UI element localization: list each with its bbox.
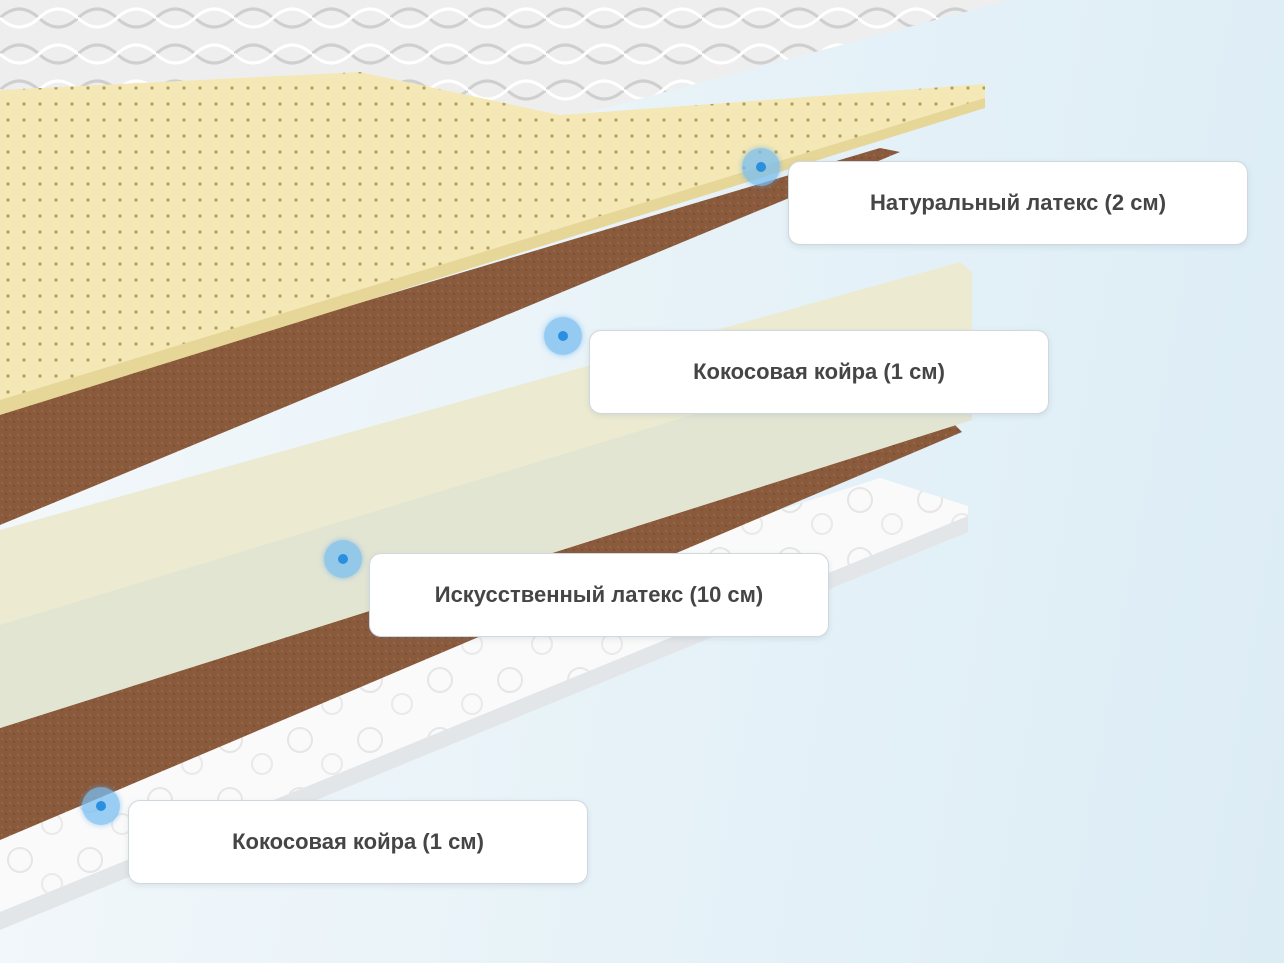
layer-marker-1[interactable]: [742, 148, 780, 186]
layer-callout-coconut-coir-bottom: Кокосовая койра (1 см): [128, 800, 588, 884]
layer-callout-coconut-coir-top: Кокосовая койра (1 см): [589, 330, 1049, 414]
layer-marker-3[interactable]: [324, 540, 362, 578]
layer-marker-4[interactable]: [82, 787, 120, 825]
layer-label: Искусственный латекс (10 см): [435, 582, 764, 608]
layer-callout-artificial-latex: Искусственный латекс (10 см): [369, 553, 829, 637]
layer-label: Кокосовая койра (1 см): [232, 829, 484, 855]
layer-callout-natural-latex: Натуральный латекс (2 см): [788, 161, 1248, 245]
layer-marker-2[interactable]: [544, 317, 582, 355]
layer-label: Кокосовая койра (1 см): [693, 359, 945, 385]
layer-label: Натуральный латекс (2 см): [870, 190, 1166, 216]
